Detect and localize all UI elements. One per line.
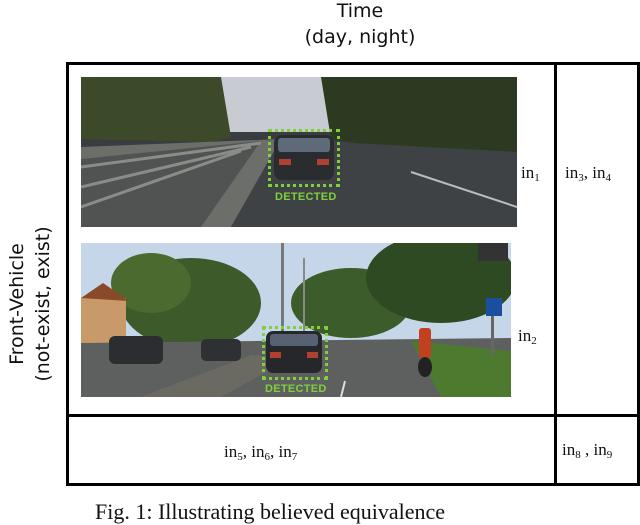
detection-box [268,129,340,187]
front-vehicle-axis-name: Front-Vehicle [6,243,28,365]
grid-bottom-border [66,483,640,486]
front-vehicle-axis-title: Front-Vehicle (not-exist, exist) [4,129,56,479]
time-axis-values: (day, night) [304,26,416,48]
detection-box [262,326,328,380]
figure-caption: Fig. 1: Illustrating believed equivalenc… [95,499,446,524]
front-vehicle-axis-values: (not-exist, exist) [32,226,54,382]
cell-in3-in4: in3, in4 [565,163,611,184]
day-highway-photo: DETECTED [81,77,517,227]
detection-label: DETECTED [275,191,337,203]
time-axis-name: Time [336,0,384,22]
cell-in5-in6-in7: in5, in6, in7 [224,442,298,463]
cell-in2: in2 [518,326,537,347]
grid-left-border [66,62,69,486]
grid-right-border [637,62,640,486]
grid-top-border [66,62,640,65]
day-street-photo: DETECTED [81,243,511,397]
grid-vertical-divider [554,62,557,486]
time-axis-title: Time (day, night) [260,0,460,50]
cell-in1: in1 [521,163,540,184]
cell-in8-in9: in8 , in9 [562,440,613,461]
grid-horizontal-divider [66,414,640,417]
detection-label: DETECTED [265,383,327,395]
